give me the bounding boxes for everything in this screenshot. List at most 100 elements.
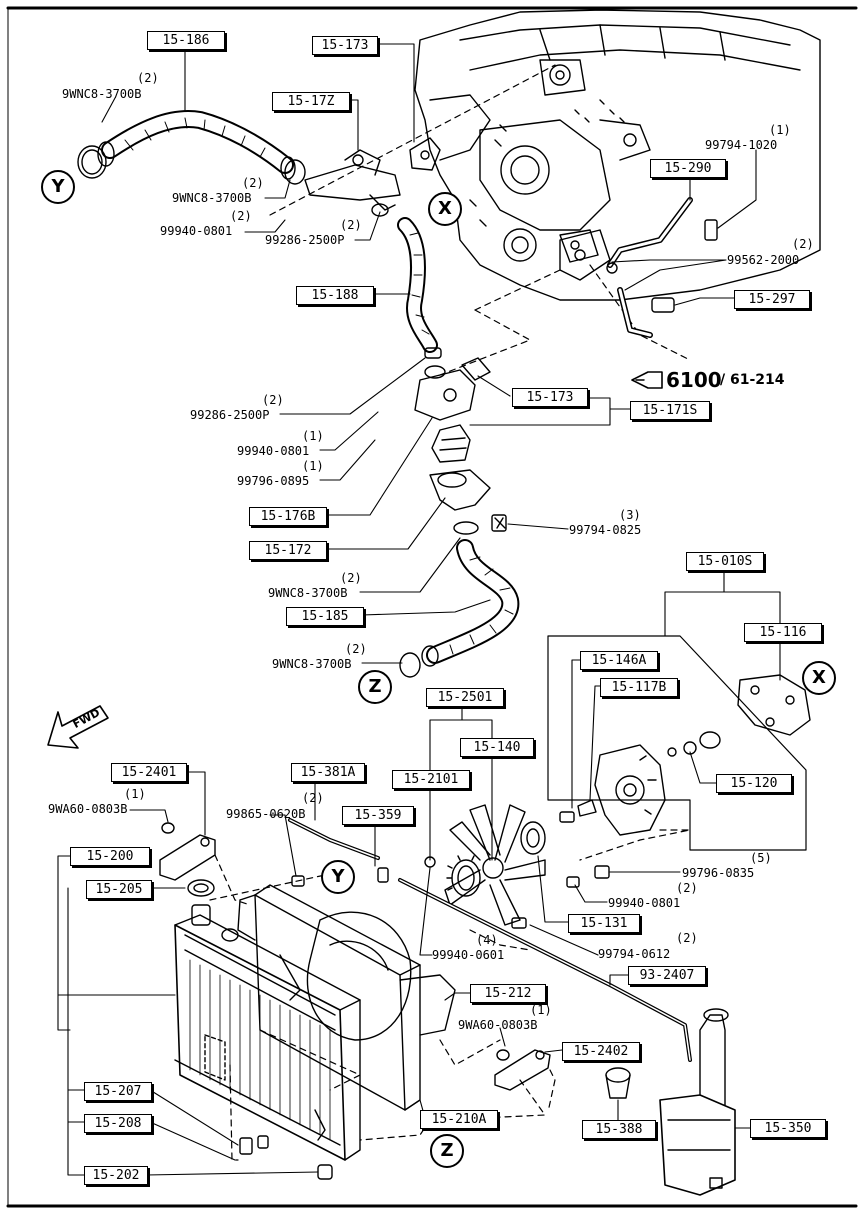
thermostat-housing [414,357,491,421]
pulley-flange [667,731,721,757]
bolt [559,811,575,823]
radiator-bracket [494,1049,551,1091]
part-box-15-207: 15-207 [84,1082,152,1101]
part-box-15-173-lower: 15-173 [512,388,588,407]
part-number-label: 99940-0801 [237,444,310,458]
reserve-tank-cap [605,1067,631,1099]
part-number-label: 9WNC8-3700B [272,657,352,671]
fan-shroud [237,884,456,1111]
lower-radiator-hose [426,539,520,664]
pump-seal [577,799,597,817]
overflow-hose [288,818,389,887]
quantity-label: (1) [530,1003,552,1017]
quantity-label: (2) [302,791,324,805]
part-box-15-388: 15-388 [582,1120,656,1139]
part-box-15-188: 15-188 [296,286,374,305]
part-box-15-120: 15-120 [716,774,792,793]
quantity-label: (2) [345,642,367,656]
quantity-label: (2) [242,176,264,190]
part-number-label: 99286-2500P [190,408,270,422]
marker-z: Z [430,1134,464,1168]
part-number-label: 99286-2500P [265,233,345,247]
part-number-label: 99796-0895 [237,474,310,488]
part-box-15-350: 15-350 [750,1119,826,1138]
quantity-label: (2) [340,571,362,585]
reference-subnumber: / 61-214 [720,372,785,388]
part-box-15-2402: 15-2402 [562,1042,640,1061]
part-number-label: 99796-0835 [682,866,755,880]
part-box-15-17z: 15-17Z [272,92,350,111]
quantity-label: (1) [124,787,146,801]
marker-z: Z [358,670,392,704]
bolt [511,917,527,929]
quantity-label: (2) [137,71,159,85]
upper-radiator-hose [97,110,296,180]
part-number-label: 9WNC8-3700B [172,191,252,205]
part-number-label: 99865-0620B [226,807,306,821]
part-number-label: 9WA60-0803B [48,802,128,816]
hose-clamp [399,652,421,678]
drain-plug [239,1137,253,1155]
part-box-15-359: 15-359 [342,806,414,825]
hose-clamp [424,347,442,359]
part-number-label: 9WA60-0803B [458,1018,538,1032]
quantity-label: (3) [619,508,641,522]
part-number-label: 9WNC8-3700B [62,87,142,101]
part-number-label: 9WNC8-3700B [268,586,348,600]
part-number-label: 99562-2000 [727,253,800,267]
bypass-hose [397,217,438,353]
mount-bush [317,1164,333,1180]
quantity-label: (2) [676,931,698,945]
nut [566,876,580,888]
hose-clamp [77,145,306,185]
gasket [409,137,441,171]
part-number-label: 99940-0601 [432,948,505,962]
pump-gasket [737,674,811,736]
part-box-15-212: 15-212 [470,984,546,1003]
part-number-label: 99794-1020 [705,138,778,152]
part-box-15-140: 15-140 [460,738,534,757]
quantity-label: (2) [792,237,814,251]
gasket-ring [453,521,479,535]
quantity-label: (4) [476,933,498,947]
part-box-15-297: 15-297 [734,290,810,309]
thermostat [431,424,471,463]
part-box-15-172: 15-172 [249,541,327,560]
quantity-label: (1) [302,459,324,473]
marker-x: X [428,192,462,226]
part-box-15-2101: 15-2101 [392,770,470,789]
radiator [174,879,361,1161]
part-box-15-202: 15-202 [84,1166,148,1185]
metal-pipe [559,197,718,338]
part-box-15-290: 15-290 [650,159,726,178]
part-number-label: 99794-0825 [569,523,642,537]
part-box-15-210a: 15-210A [420,1110,498,1129]
quantity-label: (1) [769,123,791,137]
part-number-label: 99940-0801 [608,896,681,910]
water-pump-body [594,744,666,836]
marker-x: X [802,661,836,695]
part-box-15-205: 15-205 [86,880,152,899]
part-box-15-2401: 15-2401 [111,763,187,782]
leader-lines [57,43,781,1176]
fan-pulley [520,821,546,855]
quantity-label: (2) [676,881,698,895]
part-box-15-131: 15-131 [568,914,640,933]
part-number-label: 99794-0612 [598,947,671,961]
bolt [594,865,610,879]
part-box-15-186: 15-186 [147,31,225,50]
water-outlet-pipe [304,149,401,217]
fan-clutch [446,855,481,897]
reference-hand-icon [631,371,663,389]
part-box-15-116: 15-116 [744,623,822,642]
part-box-15-176b: 15-176B [249,507,327,526]
marker-y: Y [321,860,355,894]
part-box-15-381a: 15-381A [291,763,365,782]
quantity-label: (1) [302,429,324,443]
reference-number: 6100 [666,368,722,392]
forward-direction-arrow-icon [47,705,109,749]
leader-lines-dashed [209,829,691,1161]
quantity-label: (2) [340,218,362,232]
part-box-15-146a: 15-146A [580,651,658,670]
